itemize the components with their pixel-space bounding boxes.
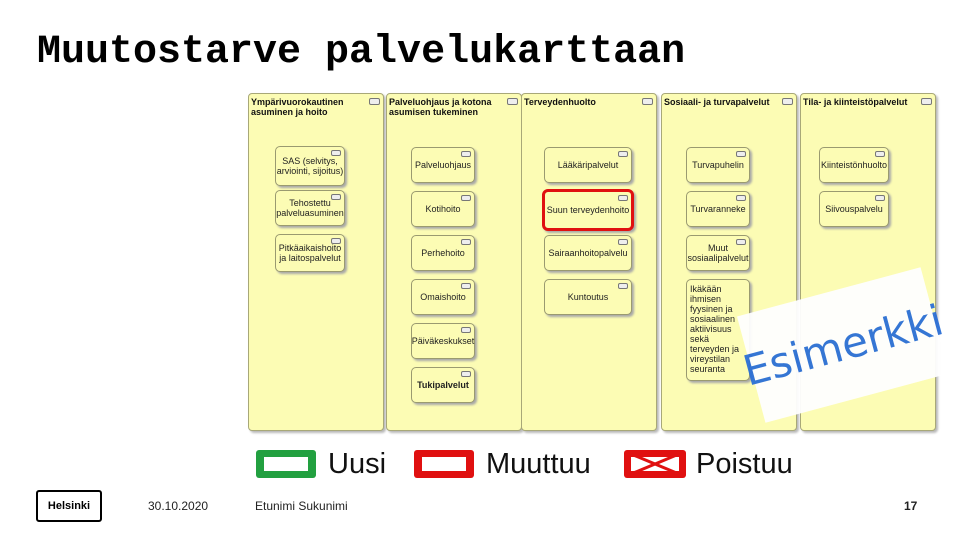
service-label: Perhehoito — [421, 248, 465, 258]
legend-changed: Muuttuu — [414, 448, 624, 484]
service-label: SAS (selvitys, arviointi, sijoitus) — [276, 156, 344, 176]
column-health-care: Terveydenhuolto Lääkäripalvelut Suun ter… — [521, 93, 657, 431]
service-label: Tehostettu palveluasuminen — [276, 198, 344, 218]
service-box[interactable]: Kuntoutus — [544, 279, 632, 315]
removed-swatch-icon — [624, 450, 686, 478]
collapse-icon[interactable] — [921, 98, 932, 105]
service-box[interactable]: Päiväkeskukset — [411, 323, 475, 359]
collapse-icon[interactable] — [331, 238, 341, 244]
service-label: Pitkäaikaishoito ja laitospalvelut — [278, 243, 342, 263]
column-housing: Ympärivuorokautinen asuminen ja hoito SA… — [248, 93, 384, 431]
legend-label: Muuttuu — [486, 448, 591, 480]
helsinki-logo: Helsinki — [36, 490, 102, 522]
collapse-icon[interactable] — [461, 283, 471, 289]
service-box[interactable]: Muut sosiaalipalvelut — [686, 235, 750, 271]
collapse-icon[interactable] — [461, 327, 471, 333]
legend-label: Uusi — [328, 448, 387, 480]
collapse-icon[interactable] — [461, 239, 471, 245]
service-box[interactable]: Sairaanhoitopalvelu — [544, 235, 632, 271]
column-header: Tila- ja kiinteistöpalvelut — [803, 97, 908, 107]
service-label: Tukipalvelut — [417, 380, 469, 390]
service-label: Turvaranneke — [690, 204, 746, 214]
service-label: Turvapuhelin — [692, 160, 744, 170]
page-title: Muutostarve palvelukarttaan — [37, 30, 686, 75]
column-header: Palveluohjaus ja kotona asumisen tukemin… — [389, 97, 492, 117]
column-header: Ympärivuorokautinen asuminen ja hoito — [251, 97, 344, 117]
collapse-icon[interactable] — [461, 151, 471, 157]
service-label: Palveluohjaus — [414, 160, 472, 170]
legend-label: Poistuu — [696, 448, 793, 480]
new-swatch-icon — [256, 450, 316, 478]
column-header: Sosiaali- ja turvapalvelut — [664, 97, 770, 107]
service-box[interactable]: SAS (selvitys, arviointi, sijoitus) — [275, 146, 345, 186]
collapse-icon[interactable] — [461, 371, 471, 377]
service-label: Lääkäripalvelut — [557, 160, 619, 170]
collapse-icon[interactable] — [618, 239, 628, 245]
service-box[interactable]: Palveluohjaus — [411, 147, 475, 183]
service-box[interactable]: Lääkäripalvelut — [544, 147, 632, 183]
service-box[interactable]: Perhehoito — [411, 235, 475, 271]
service-box[interactable]: Kotihoito — [411, 191, 475, 227]
service-box[interactable]: Siivouspalvelu — [819, 191, 889, 227]
legend-new: Uusi — [256, 448, 416, 484]
service-label: Päiväkeskukset — [411, 336, 475, 346]
collapse-icon[interactable] — [331, 194, 341, 200]
service-box[interactable]: Pitkäaikaishoito ja laitospalvelut — [275, 234, 345, 272]
legend-removed: Poistuu — [624, 448, 814, 484]
collapse-icon[interactable] — [369, 98, 380, 105]
footer-author: Etunimi Sukunimi — [255, 499, 348, 513]
collapse-icon[interactable] — [875, 195, 885, 201]
page-number: 17 — [904, 499, 918, 513]
footer-date: 30.10.2020 — [148, 499, 209, 513]
service-box[interactable]: Tukipalvelut — [411, 367, 475, 403]
collapse-icon[interactable] — [461, 195, 471, 201]
service-box[interactable]: Turvaranneke — [686, 191, 750, 227]
service-box-changed[interactable]: Suun terveydenhoito — [542, 189, 634, 231]
service-label: Ikäkään ihmisen fyysinen ja sosiaalinen … — [690, 284, 740, 374]
collapse-icon[interactable] — [875, 151, 885, 157]
changed-swatch-icon — [414, 450, 474, 478]
collapse-icon[interactable] — [618, 283, 628, 289]
service-box[interactable]: Ikäkään ihmisen fyysinen ja sosiaalinen … — [686, 279, 750, 381]
collapse-icon[interactable] — [331, 150, 341, 156]
collapse-icon[interactable] — [736, 195, 746, 201]
service-label: Sairaanhoitopalvelu — [548, 248, 628, 258]
service-box[interactable]: Kiinteistönhuolto — [819, 147, 889, 183]
service-box[interactable]: Omaishoito — [411, 279, 475, 315]
collapse-icon[interactable] — [507, 98, 518, 105]
service-label: Muut sosiaalipalvelut — [687, 243, 749, 263]
collapse-icon[interactable] — [736, 239, 746, 245]
collapse-icon[interactable] — [736, 151, 746, 157]
column-home-care: Palveluohjaus ja kotona asumisen tukemin… — [386, 93, 522, 431]
collapse-icon[interactable] — [642, 98, 653, 105]
service-label: Omaishoito — [420, 292, 466, 302]
column-header: Terveydenhuolto — [524, 97, 596, 107]
service-label: Suun terveydenhoito — [546, 205, 630, 215]
service-box[interactable]: Tehostettu palveluasuminen — [275, 190, 345, 226]
service-label: Kuntoutus — [567, 292, 609, 302]
service-label: Kotihoito — [425, 204, 461, 214]
service-box[interactable]: Turvapuhelin — [686, 147, 750, 183]
service-label: Kiinteistönhuolto — [820, 160, 888, 170]
collapse-icon[interactable] — [782, 98, 793, 105]
service-label: Siivouspalvelu — [825, 204, 883, 214]
collapse-icon[interactable] — [618, 195, 628, 201]
collapse-icon[interactable] — [618, 151, 628, 157]
